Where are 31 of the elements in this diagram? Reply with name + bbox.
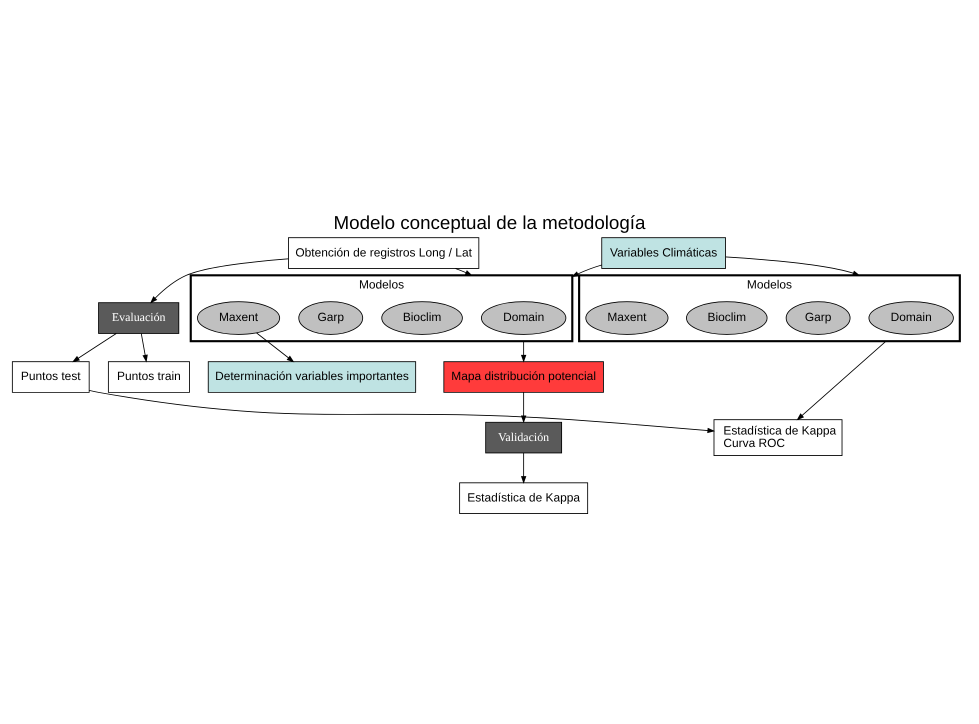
node-box: Variables Climáticas (601, 237, 726, 269)
node-box: Mapa distribución potencial (443, 361, 604, 393)
node-box: Estadística de Kappa Curva ROC (714, 419, 842, 456)
node-ellipse: Bioclim (686, 301, 768, 335)
arrow (150, 258, 289, 304)
arrow (796, 340, 886, 420)
arrow (520, 452, 526, 484)
node-ellipse: Bioclim (381, 301, 463, 335)
arrow (520, 392, 526, 424)
node-ellipse: Domain (480, 301, 566, 335)
diagram-title: Modelo conceptual de la metodología (334, 212, 646, 233)
node-ellipse: Garp (298, 301, 364, 335)
arrow (72, 333, 117, 362)
node-box: Obtención de registros Long / Lat (288, 237, 480, 269)
arrow (256, 332, 294, 362)
arrow (454, 268, 473, 276)
node-box: Determinación variables importantes (208, 361, 416, 393)
arrow (88, 390, 716, 434)
node-ellipse: Garp (786, 301, 851, 335)
node-ellipse: Maxent (197, 301, 280, 335)
node-ellipse: Maxent (585, 301, 668, 335)
node-box: Validación (485, 422, 562, 454)
node-box: Puntos test (12, 361, 90, 393)
node-box: Puntos train (108, 361, 190, 393)
arrow (140, 333, 148, 363)
node-box: Evaluación (98, 302, 180, 334)
node-ellipse: Domain (868, 301, 954, 335)
arrow (571, 264, 602, 278)
node-box: Estadística de Kappa (459, 482, 588, 514)
arrow (520, 340, 526, 363)
arrow (725, 256, 860, 276)
